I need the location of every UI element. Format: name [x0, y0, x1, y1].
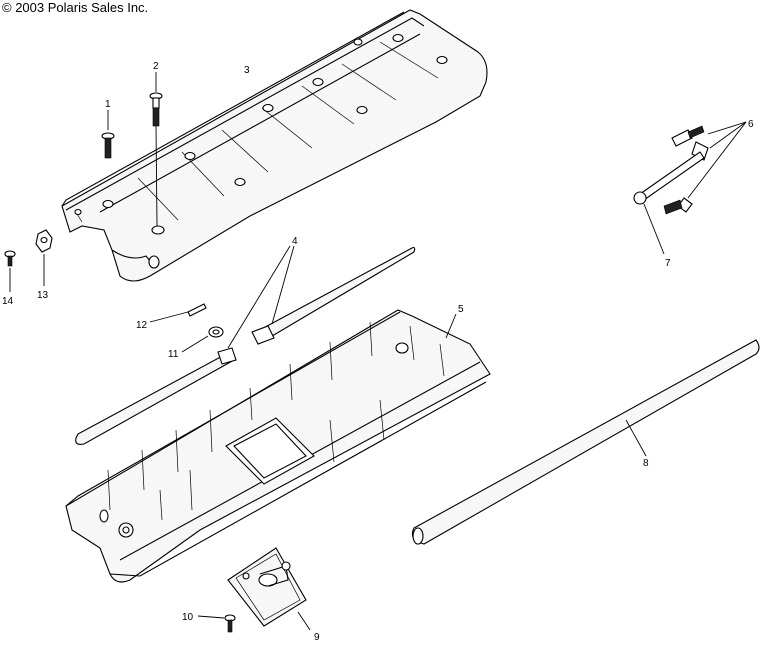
part-rod-8 [411, 339, 760, 545]
callout-1: 1 [105, 99, 111, 110]
part-bolts-6 [633, 121, 747, 215]
callout-10: 10 [182, 612, 194, 623]
part-lower-tray [65, 309, 491, 583]
callout-6: 6 [748, 119, 754, 130]
copyright-notice: © 2003 Polaris Sales Inc. [2, 0, 149, 15]
callout-8: 8 [643, 458, 649, 469]
callout-14: 14 [2, 296, 14, 307]
part-clip-13 [35, 229, 53, 286]
part-screw-1 [101, 110, 115, 159]
part-pin-12 [149, 303, 207, 323]
callout-2: 2 [153, 61, 159, 72]
callout-5: 5 [458, 304, 464, 315]
part-washer-11 [181, 326, 224, 353]
part-upper-cover [61, 9, 488, 282]
part-screw-14 [4, 250, 16, 292]
callout-7: 7 [665, 258, 671, 269]
callout-13: 13 [37, 290, 49, 301]
part-latch-9 [227, 547, 311, 631]
callout-12: 12 [136, 320, 148, 331]
callout-3: 3 [244, 65, 250, 76]
callout-9: 9 [314, 632, 320, 643]
part-screw-10 [197, 614, 236, 633]
callout-4: 4 [292, 236, 298, 247]
part-screw-2 [149, 72, 163, 227]
callout-11: 11 [168, 349, 179, 360]
part-straps-4 [75, 245, 416, 445]
part-bolt-7 [643, 203, 665, 255]
